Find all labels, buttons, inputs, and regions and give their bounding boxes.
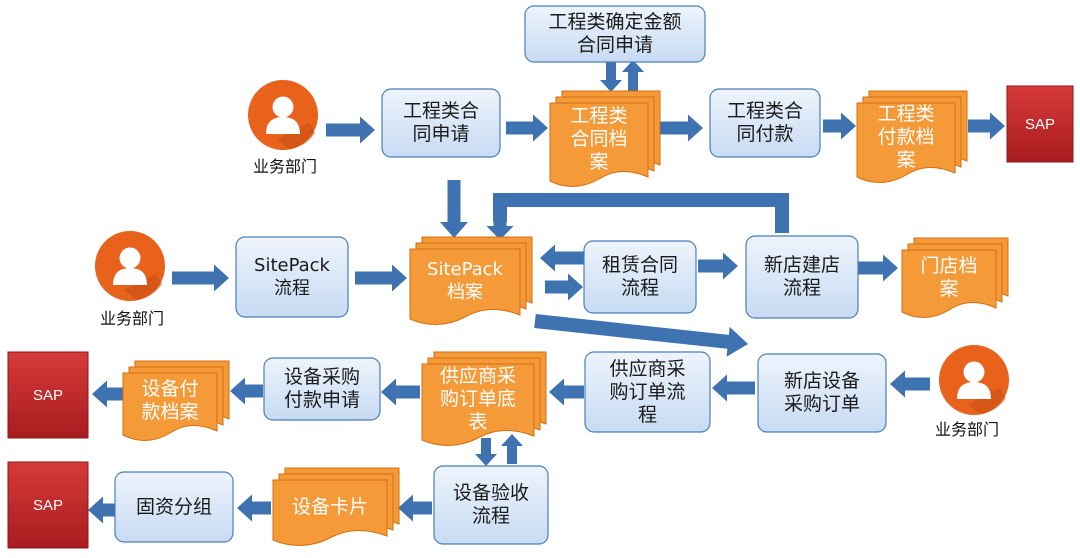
sitepack-flow-box	[235, 236, 349, 318]
arrow-lease-to-sitepack	[540, 244, 587, 272]
sap-2-box	[7, 351, 89, 439]
contract-amount-box	[524, 5, 706, 63]
arrow-payment-request-to-payment-file	[230, 377, 263, 405]
arrow-supplier-file-to-acceptance	[475, 438, 497, 466]
eng-payment-file-document-stack-icon	[856, 90, 968, 183]
equipment-card-label: 设备卡片	[291, 495, 368, 518]
arrow-sitepack-to-lease	[545, 273, 583, 301]
sap-2-label: SAP	[32, 386, 63, 404]
dept-2-label: 业务部门	[99, 308, 164, 328]
arrow-acceptance-to-card	[398, 494, 432, 522]
new-store-flow-label: 新店建店流程	[763, 254, 840, 299]
shapes	[7, 5, 1074, 549]
contract-amount-label: 工程类确定金额合同申请	[548, 11, 682, 56]
arrow-fixed-asset-to-sap	[88, 496, 116, 524]
arrow-dept2-to-sitepack-flow	[172, 264, 229, 292]
arrow-acceptance-to-supplier-file	[501, 434, 523, 464]
supplier-po-file-document-stack-icon	[421, 351, 547, 446]
arrow-sitepack-to-equipment-order	[534, 314, 748, 357]
supplier-po-flow-label: 供应商采购订单流程	[609, 357, 686, 426]
eng-contract-request-box	[381, 88, 501, 158]
arrow-payment-file-to-sap	[968, 112, 1005, 140]
arrow-payment-file-to-sap	[92, 380, 123, 408]
connector-new-store-loop	[493, 193, 789, 233]
arrow-sitepack-flow-to-file	[355, 264, 407, 292]
equipment-payment-file-label: 设备付款档案	[141, 378, 199, 423]
arrow-loop-into-sitepack	[486, 220, 514, 240]
new-store-equipment-order-box	[757, 353, 887, 433]
fixed-asset-group-box	[114, 471, 234, 543]
eng-contract-payment-label: 工程类合同付款	[726, 100, 803, 145]
fixed-asset-group-label: 固资分组	[135, 495, 212, 518]
eng-contract-request-label: 工程类合同申请	[402, 100, 479, 145]
arrow-card-to-fixed-asset	[237, 494, 271, 522]
new-store-flow-box	[745, 235, 859, 319]
eng-contract-file-label: 工程类合同档案	[570, 104, 628, 173]
arrow-dept3-to-equipment-order	[890, 370, 930, 398]
equipment-payment-request-box	[263, 357, 381, 421]
equipment-card-document-stack-icon	[272, 467, 400, 546]
sap-3-label: SAP	[32, 496, 63, 514]
supplier-po-flow-box	[584, 351, 711, 433]
arrow-supplier-flow-to-file	[549, 378, 584, 406]
arrow-file-to-amount	[622, 60, 644, 92]
arrow-dept1-to-request	[326, 116, 375, 144]
arrow-payment-to-payment-file	[823, 112, 856, 140]
equipment-payment-file-document-stack-icon	[122, 360, 230, 441]
store-file-label: 门店档案	[920, 255, 978, 300]
eng-contract-file-document-stack-icon	[549, 90, 661, 187]
equipment-acceptance-flow-label: 设备验收流程	[452, 482, 529, 527]
supplier-po-file-label: 供应商采购订单底表	[439, 364, 516, 433]
person-icon	[95, 231, 165, 301]
person-icon	[248, 80, 318, 150]
sap-1-box	[1006, 85, 1074, 163]
store-file-document-stack-icon	[901, 237, 1009, 318]
arrow-order-to-supplier-flow	[712, 374, 755, 402]
eng-contract-payment-box	[709, 88, 821, 158]
arrow-file-to-payment	[660, 114, 703, 142]
new-store-equipment-order-label: 新店设备采购订单	[783, 370, 860, 415]
arrow-amount-to-file	[600, 62, 622, 92]
sap-1-label: SAP	[1024, 115, 1055, 133]
arrow-new-store-to-store-file	[857, 254, 898, 282]
equipment-payment-request-label: 设备采购付款申请	[283, 366, 360, 411]
dept-3-label: 业务部门	[934, 419, 999, 439]
sitepack-file-document-stack-icon	[409, 236, 533, 325]
equipment-acceptance-flow-box	[433, 465, 549, 545]
arrow-lease-to-new-store	[698, 252, 738, 280]
connectors	[88, 60, 1005, 524]
lease-contract-flow-label: 租赁合同流程	[601, 254, 678, 299]
arrow-supplier-file-to-payment-request	[381, 378, 420, 406]
arrow-request-to-sitepack	[440, 180, 468, 238]
arrow-request-to-file	[506, 114, 548, 142]
sap-3-box	[7, 461, 89, 549]
dept-1-label: 业务部门	[252, 156, 317, 176]
eng-payment-file-label: 工程类付款档案	[877, 102, 935, 171]
person-icon	[939, 345, 1009, 415]
lease-contract-flow-box	[583, 240, 697, 314]
